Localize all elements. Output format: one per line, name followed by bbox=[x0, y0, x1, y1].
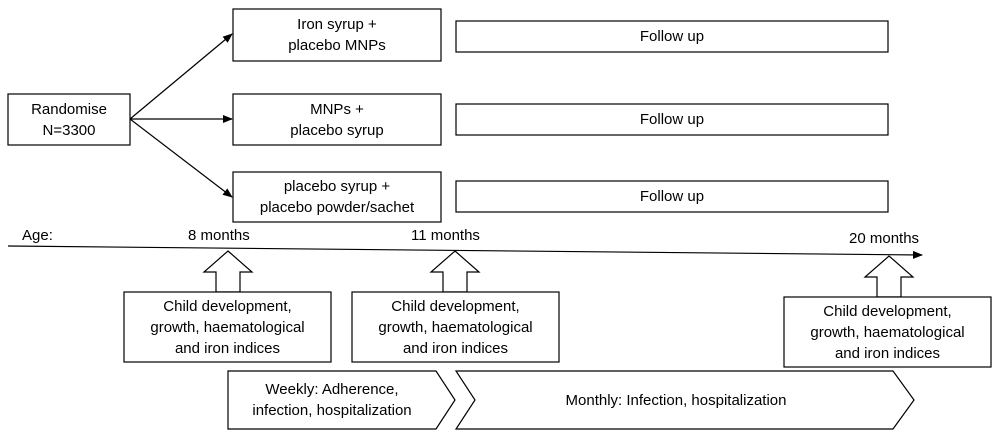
assessment-3-line-1: Child development, bbox=[823, 302, 952, 320]
assessment-box-3 bbox=[783, 296, 992, 368]
weekly-line-1: Weekly: Adherence, bbox=[265, 381, 399, 398]
assessment-label-2: Child development, growth, haematologica… bbox=[352, 292, 559, 362]
up-arrow-8-months bbox=[202, 250, 254, 293]
timeline-arrow bbox=[7, 245, 923, 259]
arm-3-line-1: placebo syrup + bbox=[283, 178, 391, 195]
assessment-box-1 bbox=[123, 291, 332, 363]
followup-box-2 bbox=[455, 103, 889, 136]
randomise-line-1: Randomise bbox=[31, 100, 107, 118]
assessment-label-1: Child development, growth, haematologica… bbox=[124, 292, 331, 362]
assessment-1-line-3: and iron indices bbox=[174, 339, 281, 357]
assessment-1-line-2: growth, haematological bbox=[150, 318, 305, 336]
assessment-box-2 bbox=[351, 291, 560, 363]
arm-box-2 bbox=[232, 93, 442, 146]
arm-label-3: placebo syrup + placebo powder/sachet bbox=[233, 172, 441, 222]
arm-label-2: MNPs + placebo syrup bbox=[233, 94, 441, 145]
arm-1-line-1: Iron syrup + bbox=[297, 16, 377, 33]
timepoint-20-months: 20 months bbox=[849, 230, 920, 247]
weekly-chevron bbox=[227, 370, 456, 430]
monthly-chevron bbox=[454, 370, 915, 430]
followup-box-1 bbox=[455, 20, 889, 53]
arm-label-1: Iron syrup + placebo MNPs bbox=[233, 9, 441, 61]
arm-box-3 bbox=[232, 171, 442, 223]
assessment-3-line-3: and iron indices bbox=[834, 344, 941, 362]
up-arrow-20-months bbox=[863, 255, 915, 298]
randomise-line-2: N=3300 bbox=[42, 121, 96, 139]
weekly-label: Weekly: Adherence, infection, hospitaliz… bbox=[228, 371, 436, 429]
followup-label-3: Follow up bbox=[639, 188, 705, 205]
followup-box-3 bbox=[455, 180, 889, 213]
up-arrow-11-months bbox=[429, 250, 481, 293]
followup-label-1: Follow up bbox=[639, 28, 705, 45]
assessment-1-line-1: Child development, bbox=[163, 297, 292, 315]
followup-label-2: Follow up bbox=[639, 111, 705, 128]
arm-box-1 bbox=[232, 8, 442, 62]
arrow-to-arm-3 bbox=[129, 118, 233, 198]
assessment-3-line-2: growth, haematological bbox=[810, 323, 965, 341]
assessment-2-line-2: growth, haematological bbox=[378, 318, 533, 336]
timepoint-11-months: 11 months bbox=[411, 227, 480, 244]
weekly-line-2: infection, hospitalization bbox=[252, 402, 412, 419]
arm-3-line-2: placebo powder/sachet bbox=[259, 199, 415, 216]
assessment-2-line-1: Child development, bbox=[391, 297, 520, 315]
assessment-label-3: Child development, growth, haematologica… bbox=[784, 297, 991, 367]
assessment-2-line-3: and iron indices bbox=[402, 339, 509, 357]
arm-2-line-2: placebo syrup bbox=[290, 121, 384, 139]
age-label: Age: bbox=[22, 227, 53, 244]
arm-2-line-1: MNPs + bbox=[310, 100, 364, 118]
arm-1-line-2: placebo MNPs bbox=[288, 37, 386, 54]
arrow-to-arm-1 bbox=[129, 33, 233, 120]
timepoint-8-months: 8 months bbox=[188, 227, 250, 244]
randomise-box bbox=[7, 93, 131, 146]
monthly-label: Monthly: Infection, hospitalization bbox=[565, 391, 787, 409]
randomise-label: Randomise N=3300 bbox=[8, 94, 130, 145]
